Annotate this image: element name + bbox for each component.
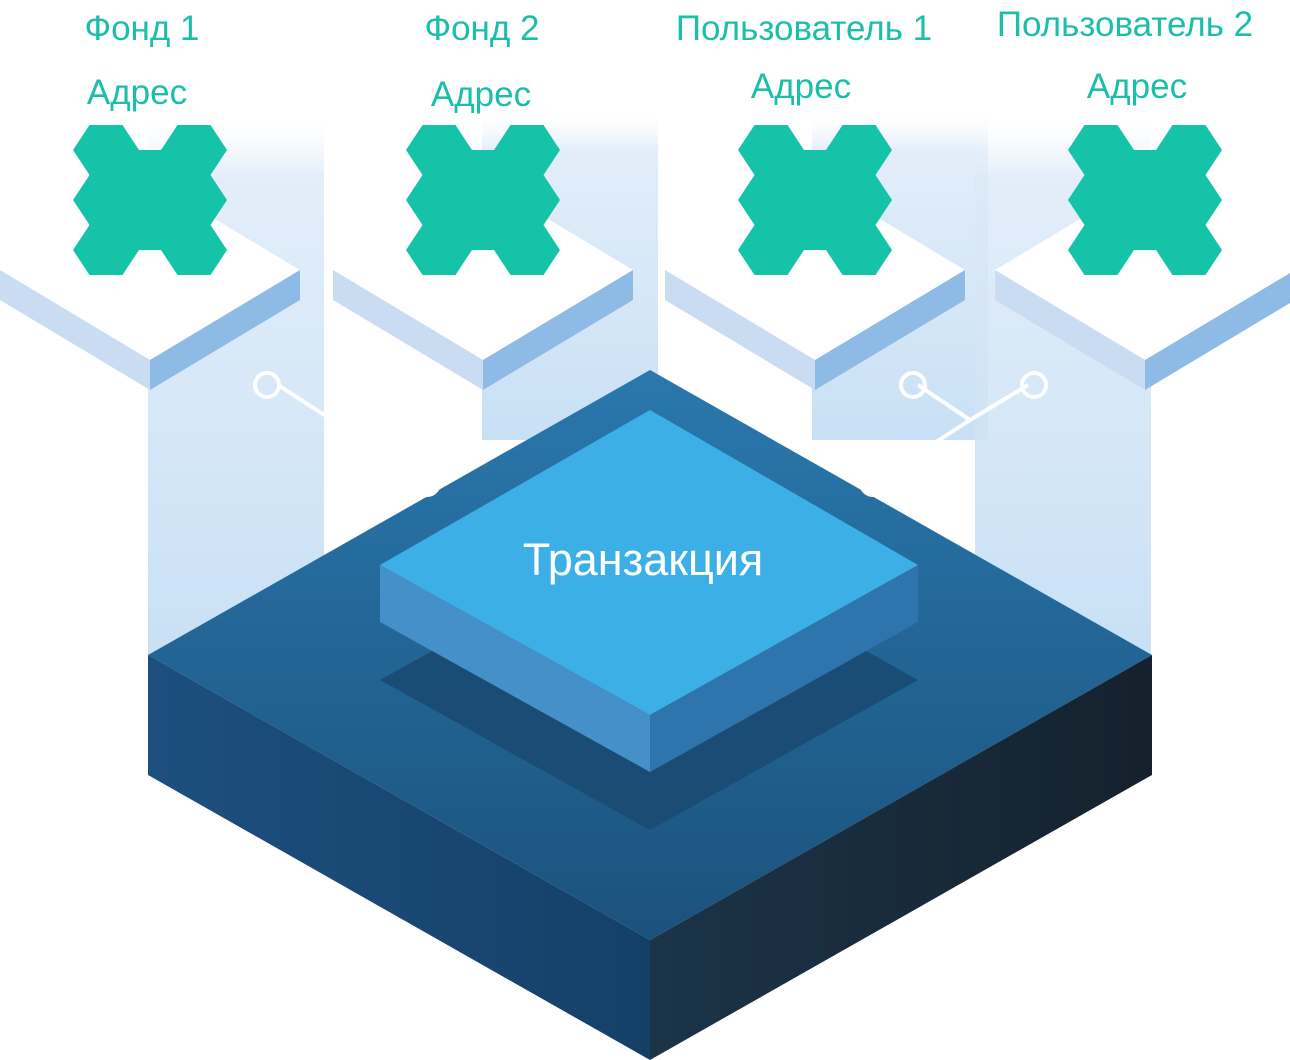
node-tile-left-side xyxy=(995,270,1145,390)
transaction-tile-left xyxy=(380,565,650,772)
platform-left-side xyxy=(148,655,650,1060)
node-tile-left-side xyxy=(665,270,815,390)
node-tile-top xyxy=(995,180,1290,360)
node-4-subtitle: Адрес xyxy=(1087,67,1187,106)
node-tiles xyxy=(0,125,1290,390)
transaction-tile-top xyxy=(380,410,918,715)
right-connector-icon xyxy=(859,371,1048,497)
node-tile-1 xyxy=(0,125,300,390)
transaction-tile-right xyxy=(650,565,918,772)
node-tile-4 xyxy=(995,125,1290,390)
left-connector-icon xyxy=(253,371,441,497)
node-3-subtitle: Адрес xyxy=(751,67,851,106)
node-tile-left-side xyxy=(333,270,483,390)
node-1-subtitle: Адрес xyxy=(87,73,187,112)
node-tile-3 xyxy=(665,125,965,390)
node-tile-right-side xyxy=(815,270,965,390)
node-labels: Фонд 1 Адрес Фонд 2 Адрес Пользователь 1… xyxy=(84,5,1253,114)
platform: Транзакция xyxy=(148,370,1152,1060)
transaction-label: Транзакция xyxy=(523,534,764,585)
node-3-title: Пользователь 1 xyxy=(676,9,932,48)
node-tile-right-side xyxy=(1145,273,1290,390)
node-tile-2 xyxy=(333,125,633,390)
node-tile-right-side xyxy=(483,270,633,390)
node-tile-left-side xyxy=(0,270,150,390)
node-4-title: Пользователь 2 xyxy=(997,5,1253,44)
node-2-subtitle: Адрес xyxy=(431,75,531,114)
platform-right-side xyxy=(650,655,1152,1060)
node-2-title: Фонд 2 xyxy=(424,9,539,48)
node-tile-right-side xyxy=(150,270,300,390)
node-1-title: Фонд 1 xyxy=(84,9,199,48)
